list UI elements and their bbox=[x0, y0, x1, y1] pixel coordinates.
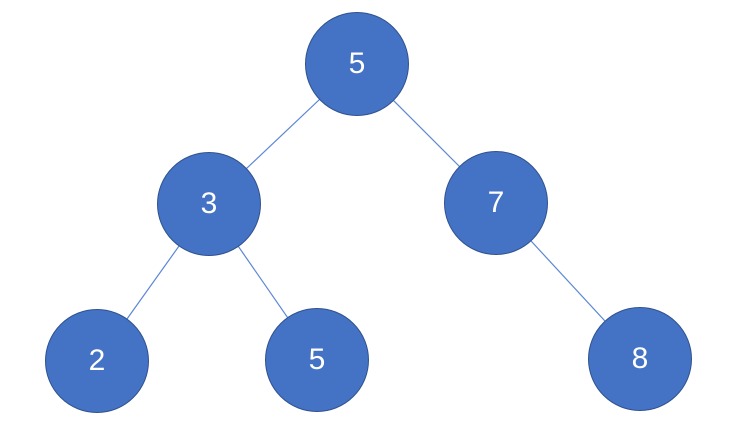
tree-node-root: 5 bbox=[305, 12, 409, 116]
tree-node-label: 3 bbox=[200, 187, 218, 220]
tree-node-label: 5 bbox=[308, 343, 326, 376]
tree-node-label: 7 bbox=[487, 186, 505, 219]
tree-node-left-left: 2 bbox=[45, 309, 149, 413]
tree-node-left: 3 bbox=[157, 152, 261, 256]
tree-node-right: 7 bbox=[444, 151, 548, 255]
tree-node-label: 2 bbox=[88, 344, 106, 377]
tree-node-left-right: 5 bbox=[265, 308, 369, 412]
tree-node-label: 5 bbox=[348, 47, 366, 80]
tree-node-label: 8 bbox=[631, 342, 649, 375]
tree-node-right-right: 8 bbox=[588, 307, 692, 411]
